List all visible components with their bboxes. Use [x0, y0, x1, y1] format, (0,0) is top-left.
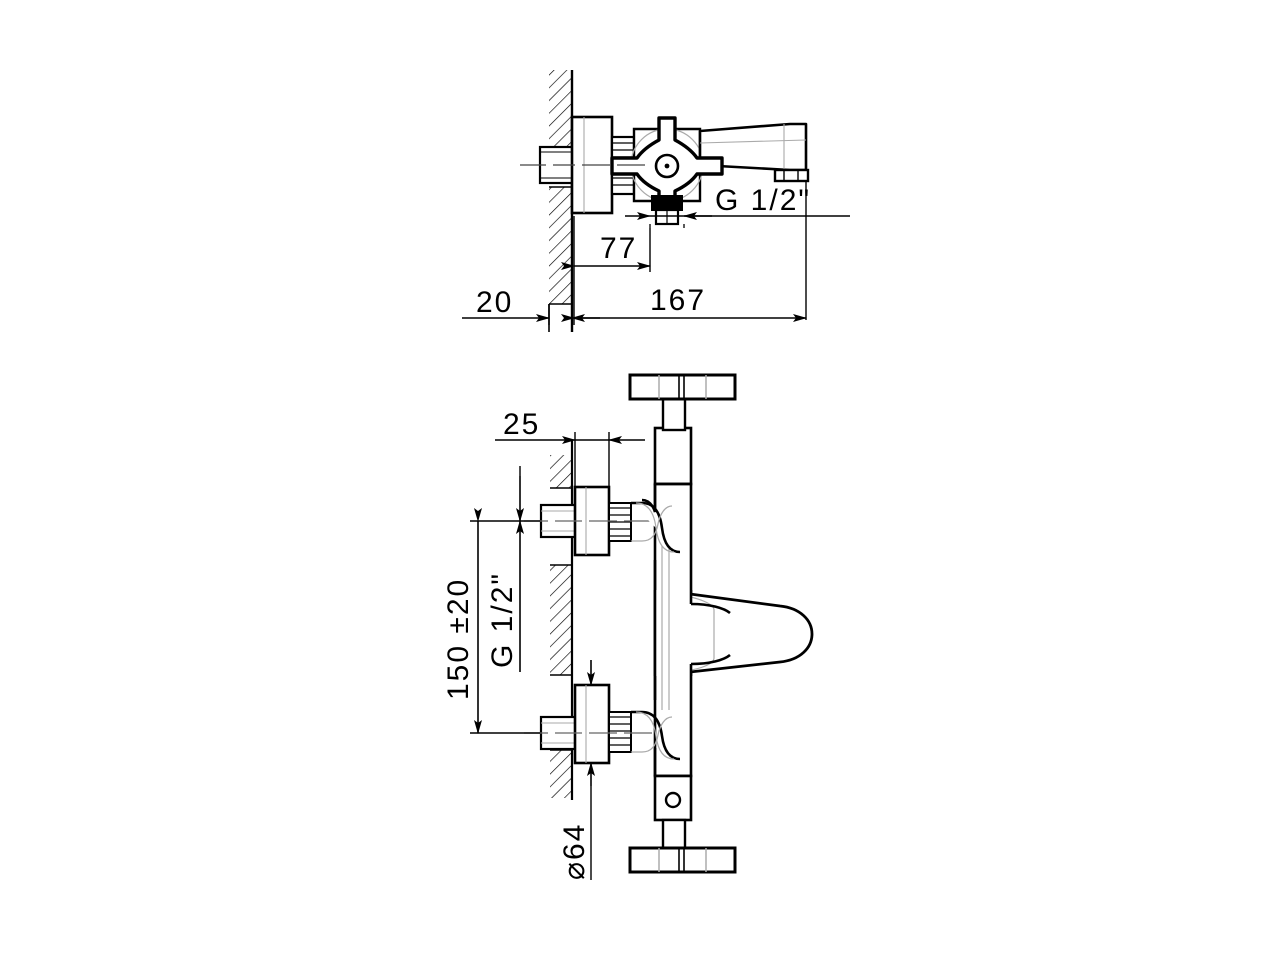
dim-label-64: ⌀64 [558, 823, 591, 880]
front-lever-spout [653, 590, 814, 676]
front-upper-transition [631, 501, 681, 554]
front-body-outline-overlay [641, 484, 657, 776]
dim-150: 150 ±20 [442, 508, 540, 734]
dim-label-25: 25 [503, 408, 540, 441]
wall-section-top [548, 70, 574, 332]
front-lower-transition [631, 710, 681, 761]
dim-64: ⌀64 [558, 660, 595, 880]
dim-label-167: 167 [650, 284, 706, 317]
dim-167: 167 [561, 272, 807, 325]
dim-20: 20 [462, 286, 600, 325]
dim-label-20: 20 [476, 286, 513, 319]
front-lower-inlet [524, 683, 652, 765]
dim-25: 25 [495, 408, 645, 500]
dim-g-half-inch-top: G 1/2" [625, 181, 850, 320]
front-top-handle [628, 373, 737, 432]
dim-label-g-half-front: G 1/2" [486, 572, 519, 668]
dim-label-g-half-top: G 1/2" [715, 184, 811, 217]
top-aerator [773, 168, 810, 183]
front-view-group: 25 150 ±20 G 1/2" ⌀6 [442, 373, 814, 880]
front-bottom-handle [628, 774, 737, 874]
dim-77: 77 [561, 216, 651, 272]
dim-g-half-inch-front: G 1/2" [486, 466, 524, 672]
dim-label-77: 77 [600, 232, 637, 265]
top-view-group: G 1/2" 77 167 20 [462, 70, 850, 332]
front-upper-inlet [524, 485, 652, 557]
dim-label-150: 150 ±20 [442, 578, 475, 700]
top-valve-stub [651, 195, 683, 226]
